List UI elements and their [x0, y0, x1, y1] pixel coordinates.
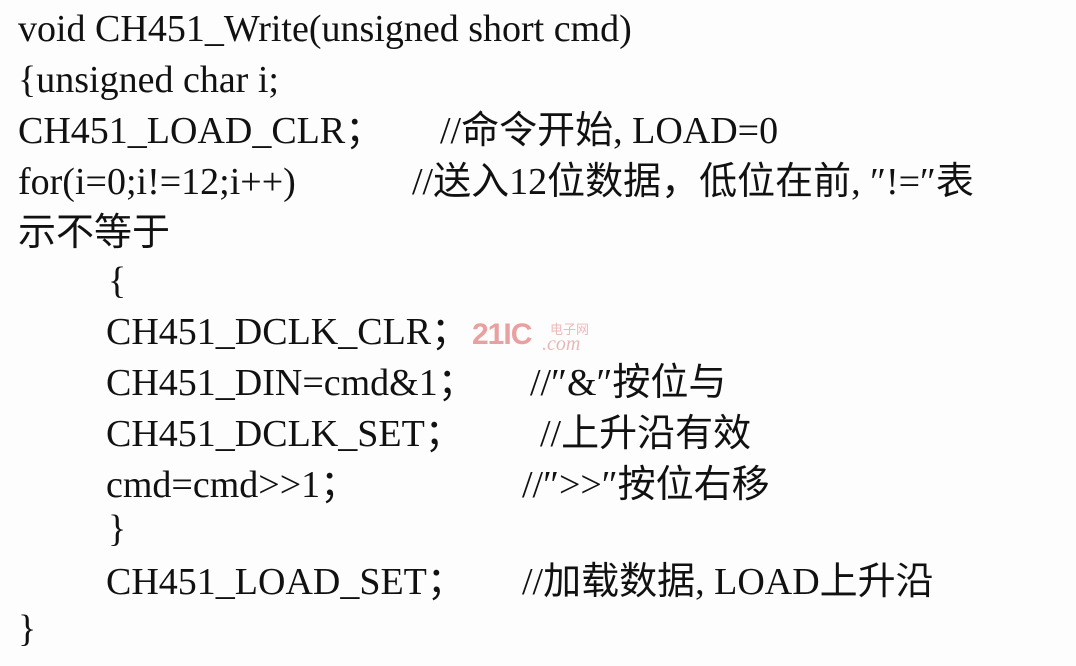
- watermark-domain: .com: [542, 333, 581, 355]
- code-dclk-clr: CH451_DCLK_CLR；: [106, 311, 470, 353]
- open-brace: {: [108, 260, 127, 302]
- comment-for-loop: //送入12位数据，低位在前, ″!=″表: [412, 161, 974, 203]
- close-brace-inner: }: [108, 508, 127, 550]
- comment-wrap-line: 示不等于: [18, 212, 171, 254]
- code-shift-right: cmd=cmd>>1；: [106, 464, 359, 506]
- comment-din-assign: //″&″按位与: [530, 362, 727, 404]
- comment-dclk-set: //上升沿有效: [540, 413, 752, 455]
- watermark-number: 21IC: [472, 318, 532, 351]
- code-load-clr: CH451_LOAD_CLR；: [18, 110, 384, 152]
- code-load-set: CH451_LOAD_SET；: [106, 561, 465, 603]
- watermark-chinese: 电子网: [550, 323, 590, 338]
- for-loop-header: for(i=0;i!=12;i++): [18, 161, 296, 203]
- code-dclk-set: CH451_DCLK_SET；: [106, 413, 463, 455]
- site-watermark-logo: 21IC 电子网 .com: [472, 318, 612, 358]
- comment-load-clr: //命令开始, LOAD=0: [440, 110, 779, 152]
- variable-declaration: {unsigned char i;: [18, 59, 279, 101]
- comment-load-set: //加载数据, LOAD上升沿: [522, 561, 934, 603]
- function-signature: void CH451_Write(unsigned short cmd): [18, 8, 632, 50]
- code-din-assign: CH451_DIN=cmd&1；: [106, 362, 476, 404]
- comment-shift-right: //″>>″按位右移: [522, 464, 770, 506]
- close-brace-outer: }: [18, 608, 37, 650]
